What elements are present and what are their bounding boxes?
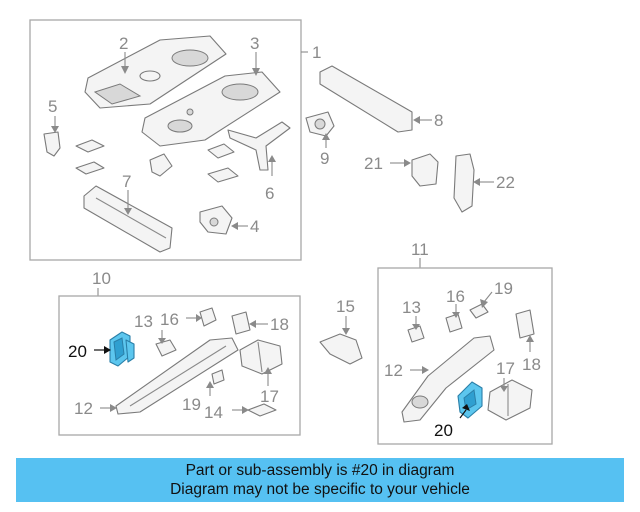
callout-16-left: 16 xyxy=(160,310,179,329)
highlighted-part-20-left[interactable] xyxy=(109,331,135,367)
bracket-small-c xyxy=(149,153,173,177)
bracket-part-19-left[interactable] xyxy=(211,369,225,385)
banner-line-1: Part or sub-assembly is #20 in diagram xyxy=(185,462,455,479)
callout-2: 2 xyxy=(119,34,128,53)
callout-11: 11 xyxy=(411,240,429,259)
cross-member-part-6[interactable] xyxy=(227,121,291,171)
bracket-small-a xyxy=(75,139,105,153)
callout-5: 5 xyxy=(48,97,57,116)
callout-6: 6 xyxy=(265,184,274,203)
bracket-part-14-left[interactable] xyxy=(247,403,277,417)
callout-21: 21 xyxy=(364,154,383,173)
side-rail-part-12-right[interactable] xyxy=(401,335,495,423)
callout-17-left: 17 xyxy=(260,387,279,406)
bracket-part-19-right[interactable] xyxy=(469,303,489,319)
callout-15: 15 xyxy=(336,297,355,316)
callout-18-left: 18 xyxy=(270,315,289,334)
bracket-part-15[interactable] xyxy=(319,333,363,365)
callout-4: 4 xyxy=(250,217,259,236)
callout-12-left: 12 xyxy=(74,399,93,418)
bracket-small-d xyxy=(207,143,235,159)
bracket-small-e xyxy=(207,167,239,183)
callout-19-right: 19 xyxy=(494,279,513,298)
mount-part-9[interactable] xyxy=(305,111,335,137)
bracket-part-18-right[interactable] xyxy=(515,309,535,339)
callout-20-left: 20 xyxy=(68,342,87,361)
side-rail-part-12-left[interactable] xyxy=(115,337,239,415)
callout-3: 3 xyxy=(250,34,259,53)
callout-20-right: 20 xyxy=(434,421,453,440)
bracket-part-17-right[interactable] xyxy=(487,379,533,421)
floor-pan-part-2[interactable] xyxy=(84,35,227,109)
callout-13-right: 13 xyxy=(402,298,421,317)
callout-9: 9 xyxy=(320,149,329,168)
pillar-part-22[interactable] xyxy=(453,153,475,213)
callout-19-left: 19 xyxy=(182,395,201,414)
callout-16-right: 16 xyxy=(446,287,465,306)
callout-1: 1 xyxy=(312,43,321,62)
callout-10: 10 xyxy=(92,269,111,288)
bracket-part-16-left[interactable] xyxy=(199,307,217,327)
bracket-part-17-left[interactable] xyxy=(239,339,283,375)
callout-18-right: 18 xyxy=(522,355,541,374)
banner-line-2: Diagram may not be specific to your vehi… xyxy=(170,481,470,498)
callout-7: 7 xyxy=(122,172,131,191)
bracket-part-18-left[interactable] xyxy=(231,311,251,335)
side-rail-part-7[interactable] xyxy=(83,185,173,253)
callout-12-right: 12 xyxy=(384,361,403,380)
bracket-part-4[interactable] xyxy=(199,205,233,235)
info-banner: Part or sub-assembly is #20 in diagram D… xyxy=(16,458,624,502)
callout-13-left: 13 xyxy=(134,312,153,331)
bracket-part-5[interactable] xyxy=(43,131,61,157)
bracket-part-16-right[interactable] xyxy=(445,313,463,333)
callout-14-left: 14 xyxy=(204,403,223,422)
floor-pan-part-3[interactable] xyxy=(141,71,281,147)
callout-22: 22 xyxy=(496,173,515,192)
callout-17-right: 17 xyxy=(496,359,515,378)
bracket-part-13-left[interactable] xyxy=(155,339,177,357)
callout-8: 8 xyxy=(434,111,443,130)
reinforcement-part-8[interactable] xyxy=(319,65,413,133)
bracket-part-21[interactable] xyxy=(411,153,439,187)
bracket-small-b xyxy=(75,161,105,175)
